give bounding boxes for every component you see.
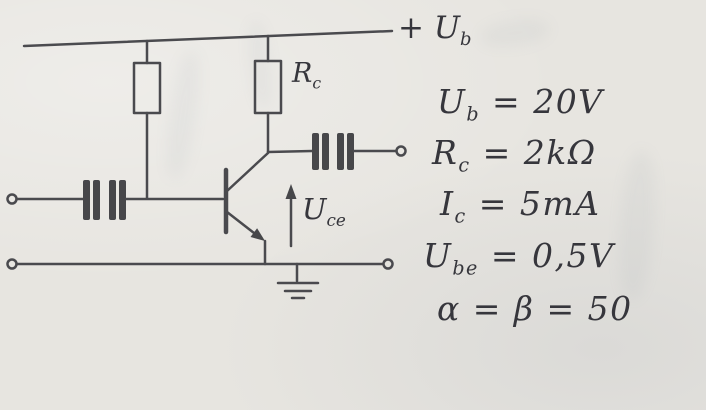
equation-rc-value: = 2kΩ [470, 133, 597, 172]
equation-rc: Rc = 2kΩ [432, 133, 597, 177]
equation-alpha-beta: α = β = 50 [437, 289, 633, 333]
output-capacitor [312, 133, 354, 170]
equation-ic-symbol: I [440, 184, 455, 223]
transistor [223, 151, 270, 266]
rc-label-sub: c [312, 73, 322, 93]
uce-label-sub: ce [326, 209, 346, 230]
equation-alpha-value: = β = 50 [460, 289, 633, 328]
equation-ube: Ube = 0,5V [423, 236, 614, 280]
equation-rc-subscript: c [458, 153, 471, 177]
supply-label-main: + U [398, 10, 460, 46]
uce-arrow [285, 184, 297, 248]
bottom-rail [6, 258, 394, 270]
equation-ic-value: = 5mA [466, 184, 601, 223]
bias-resistor [132, 39, 162, 200]
collector-output-wire [266, 149, 314, 154]
equation-ube-subscript: be [452, 256, 479, 280]
supply-label-sub: b [459, 29, 472, 51]
supply-label: + Ub [398, 10, 471, 50]
equation-ic-subscript: c [454, 204, 467, 228]
equation-ub-value: = 20V [480, 82, 604, 121]
ground-symbol [276, 262, 320, 300]
supply-rail [22, 29, 394, 48]
input-terminal [6, 193, 85, 205]
output-terminal [352, 145, 407, 157]
equation-ub-symbol: U [437, 82, 467, 121]
emitter-arrow [250, 228, 265, 241]
input-capacitor [83, 180, 126, 220]
equation-ub: Ub = 20V [437, 82, 604, 126]
equation-ub-subscript: b [466, 102, 481, 126]
equation-alpha-symbol: α [437, 289, 461, 328]
uce-label: Uce [302, 192, 346, 230]
rc-label-main: R [292, 58, 313, 89]
equation-rc-symbol: R [432, 133, 459, 172]
equation-ic: Ic = 5mA [440, 184, 601, 228]
equation-ube-value: = 0,5V [478, 236, 615, 275]
uce-label-main: U [302, 192, 327, 226]
collector-resistor [253, 34, 283, 154]
rc-label: Rc [292, 58, 321, 92]
equation-ube-symbol: U [423, 236, 453, 275]
